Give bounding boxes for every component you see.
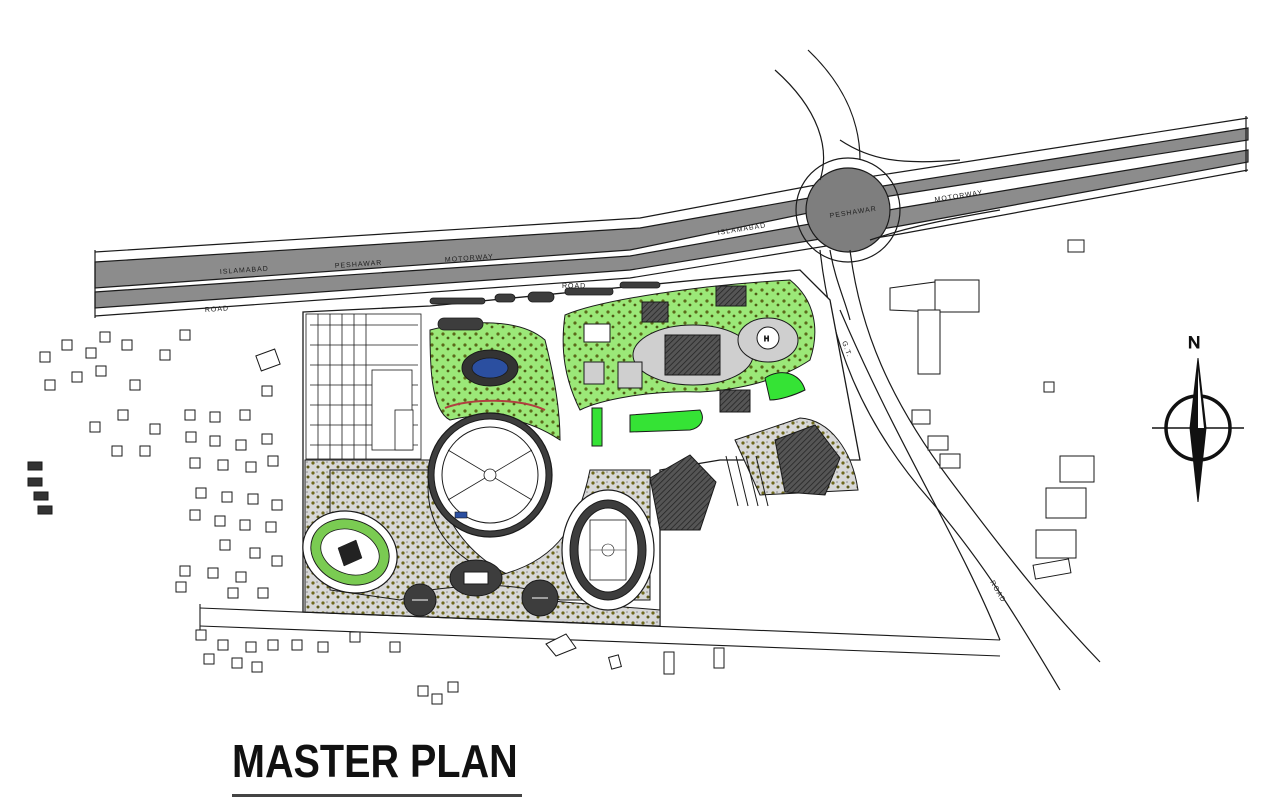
buildings-east — [889, 239, 1095, 580]
road-label: PESHAWAR — [335, 260, 383, 270]
title-underline — [232, 794, 522, 797]
parking-outline — [305, 313, 422, 460]
interchange — [774, 49, 1001, 321]
motorway-carriageway-north — [94, 127, 1249, 289]
parking-bays-east — [725, 455, 769, 507]
page-title: MASTER PLAN — [232, 735, 518, 787]
roundabout — [805, 167, 891, 253]
main-stadium — [427, 399, 553, 538]
helipad-mark: H — [764, 336, 770, 343]
academic-buildings: H — [583, 285, 799, 413]
road-label: ISLAMABAD — [220, 266, 269, 276]
sports-hall — [774, 424, 841, 496]
road-label: ROAD — [562, 283, 586, 290]
settlement-west — [27, 329, 283, 599]
lawn-bright-oval — [629, 409, 703, 433]
lawn-bright-crescent — [764, 372, 806, 401]
road-label: MOTORWAY — [445, 254, 494, 264]
sports-halls — [649, 424, 841, 531]
sports-hall — [649, 454, 717, 531]
motorway-edge-bottom — [94, 169, 1249, 317]
parking-block — [305, 313, 422, 460]
motorway — [94, 116, 1249, 318]
road-label: ROAD — [205, 305, 230, 314]
north-arrow: N — [1152, 333, 1244, 503]
motorway-edge-top — [94, 117, 1249, 253]
aquatic-centre — [461, 349, 519, 387]
motorway-carriageway-south — [94, 149, 1249, 309]
north-label: N — [1188, 333, 1200, 352]
settlement-south — [195, 629, 725, 705]
road-label: ROAD — [988, 580, 1006, 604]
gt-road — [819, 249, 1101, 691]
pavilions — [403, 559, 559, 617]
sports-ground-west — [302, 510, 398, 594]
north-strip-buildings — [429, 281, 661, 331]
lawn-bright-strip — [591, 407, 603, 447]
football-stadium — [561, 489, 655, 611]
